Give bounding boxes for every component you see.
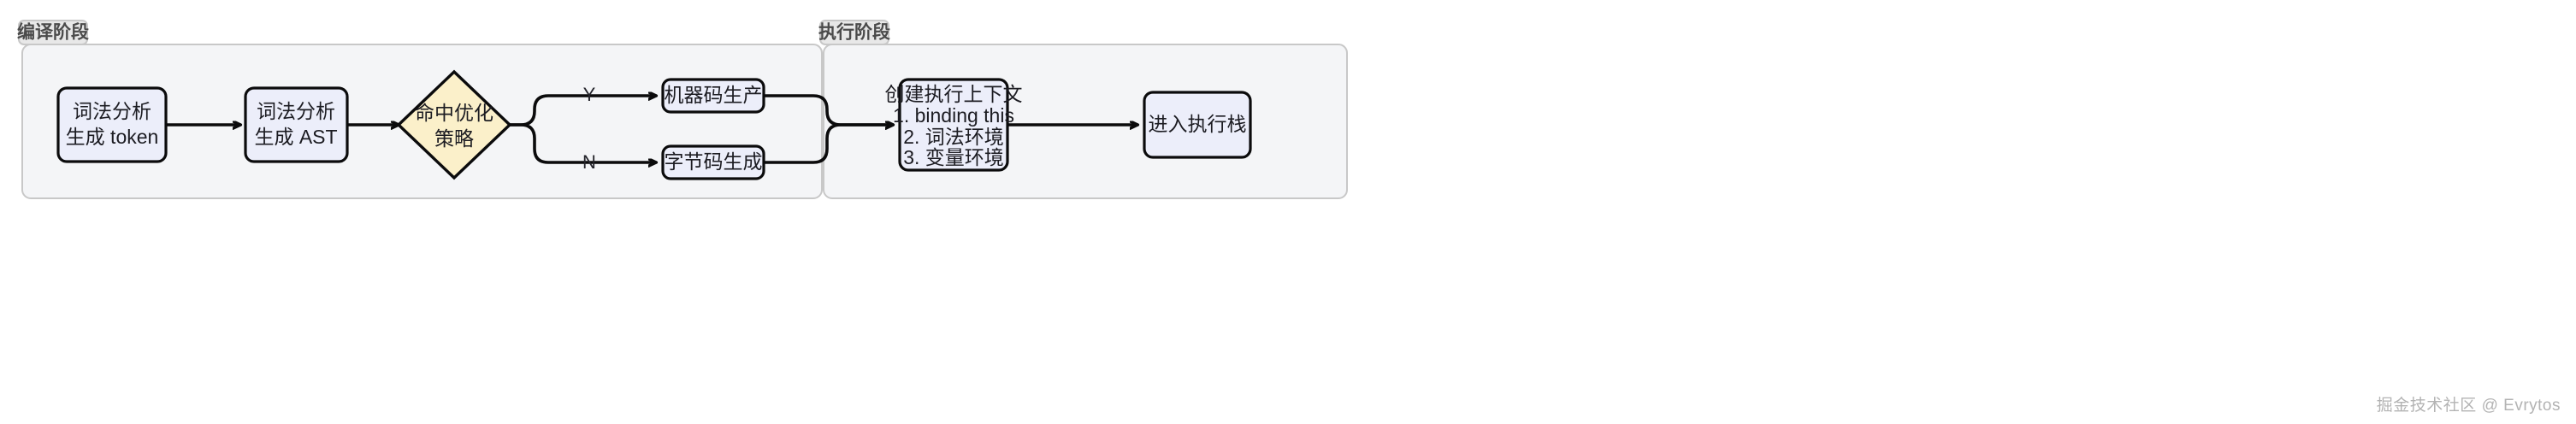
node-exec-context[interactable]: 创建执行上下文 1. binding this 2. 词法环境 3. 变量环境	[885, 78, 1023, 172]
node-optimize-strategy-shape[interactable]	[396, 69, 512, 180]
node-lexical-token[interactable]: 词法分析 生成 token	[56, 86, 168, 163]
node-machine-code-shape[interactable]	[661, 78, 765, 114]
edge-bytecode-to-exec-context	[762, 125, 893, 164]
subgraph-execute-phase-label-chip	[819, 20, 889, 45]
edge-label-yes: Y	[583, 84, 596, 105]
subgraph-execute-phase-label: 执行阶段	[818, 22, 890, 43]
node-lexical-ast-line-1: 词法分析	[257, 100, 335, 122]
node-exec-stack-shape[interactable]	[1143, 91, 1252, 159]
node-bytecode-shape[interactable]	[661, 144, 765, 180]
node-lexical-token-line-2: 生成 token	[66, 126, 159, 148]
node-lexical-ast[interactable]: 词法分析 生成 AST	[244, 86, 349, 163]
node-exec-context-line-2: 1. binding this	[893, 104, 1014, 127]
watermark-text: 掘金技术社区 @ Evrytos	[2376, 397, 2561, 415]
node-exec-context-line-1: 创建执行上下文	[885, 83, 1023, 105]
node-lexical-token-shape[interactable]	[56, 86, 168, 163]
edge-label-no: N	[582, 151, 596, 173]
node-optimize-strategy-line-1: 命中优化	[415, 102, 493, 124]
node-optimize-strategy-line-2: 策略	[434, 127, 474, 150]
node-lexical-token-line-1: 词法分析	[73, 100, 151, 122]
node-exec-context-shape[interactable]	[898, 78, 1009, 172]
edge-optimize-strategy-to-bytecode	[508, 123, 656, 162]
node-optimize-strategy[interactable]: 命中优化 策略	[396, 69, 512, 180]
subgraph-compile-phase-label: 编译阶段	[17, 22, 89, 43]
node-lexical-ast-shape[interactable]	[244, 86, 349, 163]
node-exec-stack-label: 进入执行栈	[1149, 113, 1247, 135]
node-exec-context-line-4: 3. 变量环境	[903, 146, 1004, 168]
node-machine-code[interactable]: 机器码生产	[661, 78, 765, 114]
subgraph-compile-phase-label-chip	[18, 20, 88, 45]
node-bytecode[interactable]: 字节码生成	[661, 144, 765, 180]
node-exec-stack[interactable]: 进入执行栈	[1143, 91, 1252, 159]
node-exec-context-line-3: 2. 词法环境	[903, 126, 1004, 148]
node-machine-code-label: 机器码生产	[665, 84, 763, 106]
node-bytecode-label: 字节码生成	[665, 150, 763, 173]
node-lexical-ast-line-2: 生成 AST	[254, 126, 337, 148]
